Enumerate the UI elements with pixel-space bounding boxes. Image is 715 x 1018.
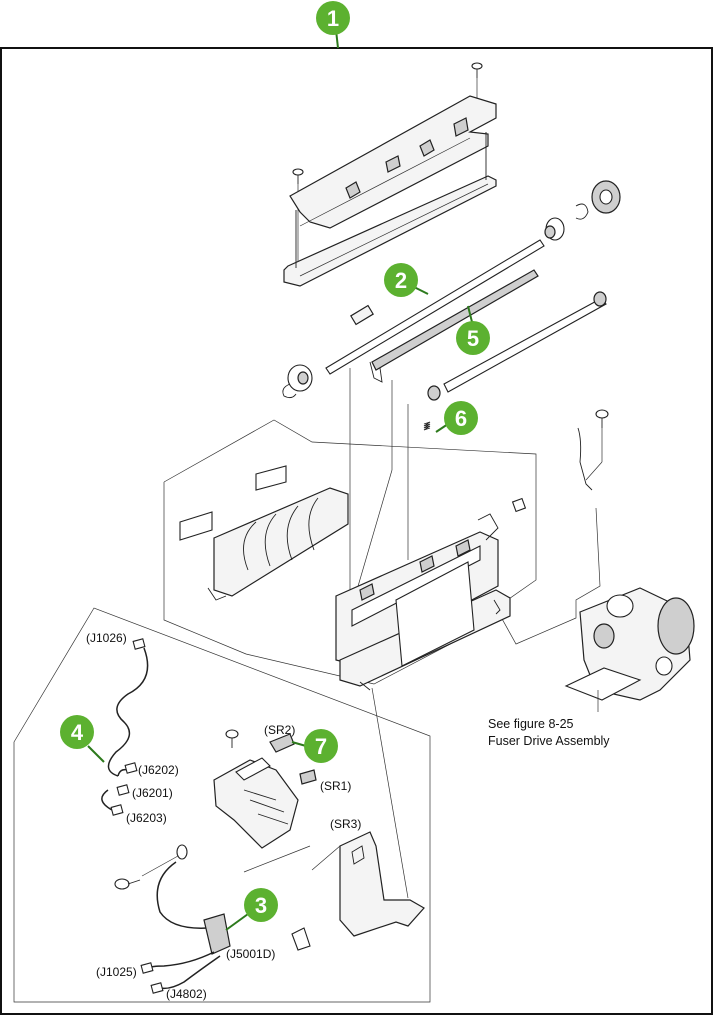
sensor-inset-outline [13,607,431,1003]
reference-note: See figure 8-25 Fuser Drive Assembly [488,717,610,748]
svg-text:3: 3 [255,893,267,918]
ground-wire-and-screw [577,409,609,491]
fuser-film-assembly [369,269,539,383]
top-bracket-assembly [283,62,497,287]
pressure-roller [325,239,545,375]
sensor-bracket-assembly [213,729,317,849]
reference-note-line1: See figure 8-25 [488,717,574,731]
svg-text:7: 7 [315,734,327,759]
callout-3: 3 [225,888,278,931]
reference-note-line2: Fuser Drive Assembly [488,734,610,748]
callout-5: 5 [456,305,490,355]
svg-text:2: 2 [395,268,407,293]
callout-1: 1 [316,1,350,49]
assembly-guides [349,368,409,899]
fuser-frame-outline [163,419,601,691]
label-j6202: (J6202) [138,763,179,777]
wire-harness [101,638,149,816]
screw-top-left [292,168,304,184]
callout-4: 4 [60,715,105,763]
screw-top-right [471,62,483,78]
gear-and-bushings [282,180,621,399]
label-j6203: (J6203) [126,811,167,825]
label-j6201: (J6201) [132,786,173,800]
label-j5001d: (J5001D) [226,947,275,961]
springs [423,421,431,431]
callout-6: 6 [435,401,478,435]
label-j1026: (J1026) [86,631,127,645]
svg-text:5: 5 [467,326,479,351]
sensor-cable [114,844,231,994]
label-sr2: (SR2) [264,723,295,737]
callout-7: 7 [291,729,338,763]
lower-roller [427,291,607,401]
svg-text:6: 6 [455,406,467,431]
sr3-bracket [243,831,425,951]
svg-text:4: 4 [71,720,84,745]
label-sr3: (SR3) [330,817,361,831]
fuser-drive-assembly [564,587,695,712]
label-sr1: (SR1) [320,779,351,793]
label-j4802: (J4802) [166,987,207,1001]
outer-frame [0,47,713,1015]
label-j1025: (J1025) [96,965,137,979]
connector-labels: (J1026) (J6202) (J6201) (J6203) (J5001D)… [86,631,361,1001]
svg-text:1: 1 [327,6,339,31]
callout-2: 2 [384,263,429,297]
